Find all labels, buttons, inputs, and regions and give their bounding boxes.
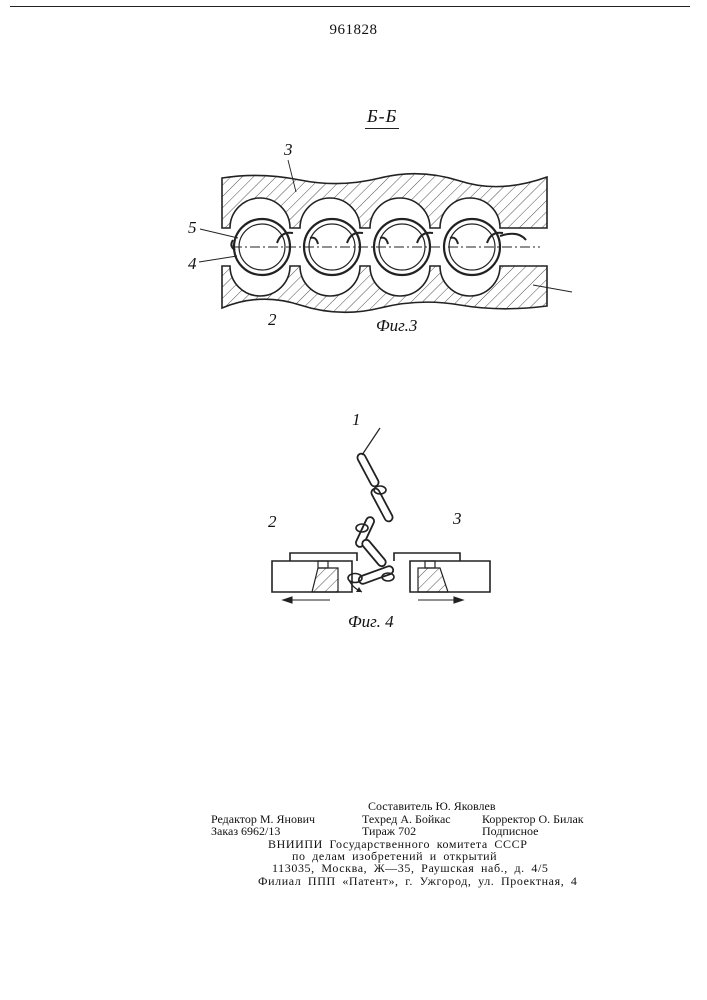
section-label: Б-Б	[367, 106, 397, 127]
label-chain: 1	[352, 410, 361, 430]
branch-line: Филиал ППП «Патент», г. Ужгород, ул. Про…	[258, 875, 578, 888]
label-link-4: 4	[188, 254, 197, 274]
order-number: Заказ 6962/13	[211, 825, 280, 838]
figure-3	[199, 160, 572, 312]
org-line-3: 113035, Москва, Ж—35, Раушская наб., д. …	[272, 862, 549, 875]
subscription: Подписное	[482, 825, 539, 838]
figure-3-caption: Фиг.3	[376, 316, 417, 336]
label-bottom-plate: 2	[268, 310, 277, 330]
compiler: Составитель Ю. Яковлев	[368, 800, 496, 813]
label-right-plate: 3	[453, 509, 462, 529]
label-top-plate: 3	[284, 140, 293, 160]
left-block	[272, 561, 352, 592]
figure-4-caption: Фиг. 4	[348, 612, 394, 632]
label-link-5: 5	[188, 218, 197, 238]
label-left-plate: 2	[268, 512, 277, 532]
circulation: Тираж 702	[362, 825, 416, 838]
